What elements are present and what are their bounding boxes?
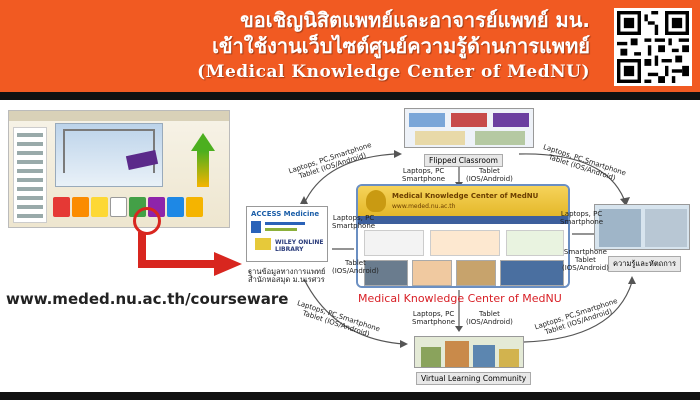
medical-database-logos: ACCESS Medicine WILEY ONLINE LIBRARY — [246, 206, 328, 262]
red-arrow-icon — [138, 232, 242, 276]
device-label-bottom-2: Tablet (IOS/Android) — [466, 310, 513, 326]
knowledge-center-diagram: Flipped Classroom ACCESS Medicine WILEY … — [244, 104, 696, 392]
center-site-screenshot: Medical Knowledge Center of MedNU www.me… — [356, 184, 570, 288]
center-caption: Medical Knowledge Center of MedNU — [358, 292, 562, 305]
accessmedicine-logo: ACCESS Medicine — [251, 210, 320, 218]
courseware-url[interactable]: www.meded.nu.ac.th/courseware — [6, 290, 289, 308]
title-line-3: (Medical Knowledge Center of MedNU) — [197, 62, 590, 82]
device-label-bottom-1: Laptops, PC Smartphone — [412, 310, 456, 326]
procedures-label: ความรู้และหัตถการ — [608, 256, 682, 272]
highlight-circle — [133, 207, 161, 235]
qr-code-icon[interactable] — [614, 8, 692, 86]
up-arrow-icon — [191, 133, 215, 151]
site-menu — [13, 127, 47, 223]
device-label-top-1: Laptops, PC Smartphone — [402, 167, 446, 183]
header-banner: ขอเชิญนิสิตแพทย์และอาจารย์แพทย์ มน. เข้า… — [0, 0, 700, 92]
device-label-right-1: Laptops, PC Smartphone — [560, 210, 604, 226]
device-label-left-2: Tablet (IOS/Android) — [332, 259, 379, 275]
virtual-community-label: Virtual Learning Community — [416, 372, 532, 385]
wiley-logo: WILEY ONLINE LIBRARY — [275, 239, 324, 253]
flipped-classroom-label: Flipped Classroom — [424, 154, 503, 167]
device-label-right-2: Smartphone Tablet (IOS/Android) — [562, 248, 609, 272]
flipped-classroom-images — [404, 108, 534, 148]
university-logo-icon — [366, 190, 386, 212]
medical-database-label: ฐานข้อมูลทางการแพทย์ สำนักหอสมุด ม.นเรศว… — [248, 267, 326, 284]
footer-divider — [0, 392, 700, 400]
virtual-community-image — [414, 336, 524, 368]
header-divider — [0, 92, 700, 100]
site-tiles — [53, 197, 203, 217]
connection-arcs — [300, 150, 636, 348]
device-label-top-2: Tablet (IOS/Android) — [466, 167, 513, 183]
title-line-2: เข้าใช้งานเว็บไซต์ศูนย์ความรู้ด้านการแพท… — [212, 34, 590, 58]
center-site-title: Medical Knowledge Center of MedNU — [392, 192, 539, 200]
courseware-site-screenshot — [8, 110, 230, 228]
title-line-1: ขอเชิญนิสิตแพทย์และอาจารย์แพทย์ มน. — [240, 8, 590, 32]
device-label-left-1: Laptops, PC Smartphone — [332, 214, 376, 230]
procedures-images — [594, 204, 690, 250]
